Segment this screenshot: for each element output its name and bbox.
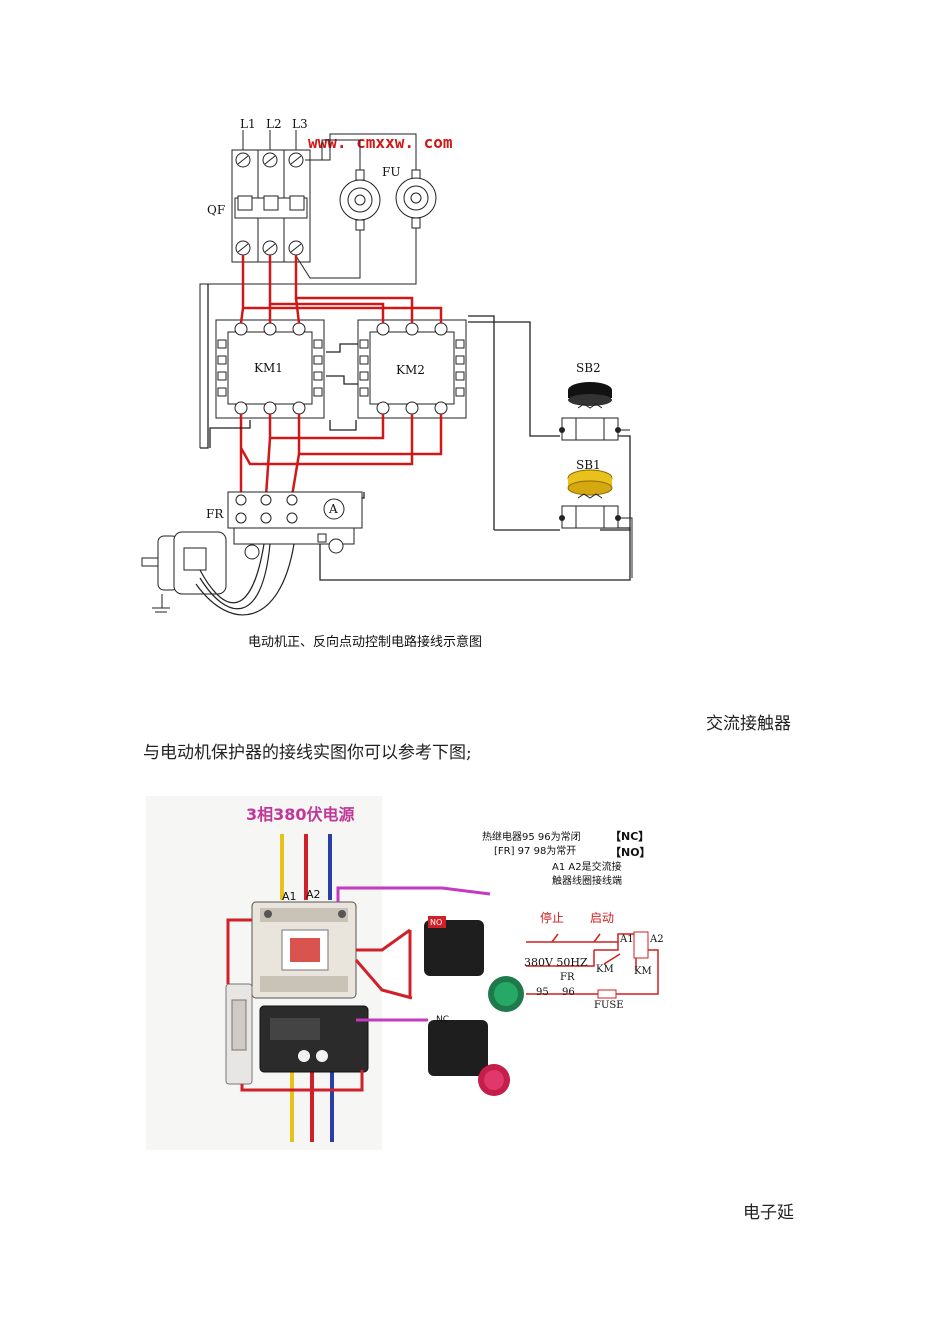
thermal-relay-fr: [227, 491, 363, 560]
contactor-km1-label: KM1: [254, 361, 283, 375]
relay-terminal-96: 96: [562, 987, 575, 998]
control-schematic: [526, 933, 659, 995]
km-label-1: KM: [596, 964, 614, 975]
button-sb2: [559, 382, 621, 441]
contactor-km1: [215, 319, 325, 419]
phase-label-l3: L3: [292, 117, 308, 131]
km-label-2: KM: [634, 966, 652, 977]
nc-tag: NC: [436, 1015, 449, 1025]
thermal-relay-photo: [259, 1005, 369, 1073]
photo-a1-label: A1: [282, 890, 297, 903]
contactor-km2: [357, 319, 467, 419]
note-line-4: 触器线圈接线端: [552, 874, 622, 887]
a2-label: A2: [649, 934, 664, 945]
contactor-photo: [251, 901, 357, 999]
fr-label: FR: [560, 972, 575, 983]
watermark-text: www. cmxxw. com: [308, 133, 453, 152]
ammeter-symbol: A: [328, 502, 338, 516]
fuse-label: FU: [382, 165, 400, 179]
button-sb2-label: SB2: [576, 361, 601, 375]
button-sb1: [559, 469, 621, 529]
breaker-label: QF: [207, 203, 225, 217]
phase-label-l2: L2: [266, 117, 282, 131]
motor: [141, 531, 295, 616]
figure2-title: 3相380伏电源: [246, 805, 355, 824]
stop-label: 停止: [540, 910, 564, 925]
fuse-2: [395, 169, 437, 229]
note-tag-no: 【NO】: [610, 846, 651, 859]
no-tag: NO: [430, 918, 442, 927]
note-line-1: 热继电器95 96为常闭: [482, 830, 581, 843]
motor-wiring-diagram: www. cmxxw. com L1 L2 L3 QF FU: [141, 117, 633, 650]
note-line-2: [FR] 97 98为常开: [494, 844, 576, 857]
fuse-holder-photo: [225, 983, 253, 1085]
voltage-label: 380V 50HZ: [524, 956, 588, 969]
contactor-photo-diagram: 3相380伏电源 A1 A2: [142, 770, 682, 1160]
start-button-photo: [424, 920, 524, 1012]
note-tag-nc: 【NC】: [610, 830, 649, 843]
text-line-1: 交流接触器: [706, 714, 791, 734]
breaker-qf: [231, 149, 311, 263]
fuse-1: [339, 169, 381, 231]
contactor-km2-label: KM2: [396, 363, 425, 377]
text-line-2: 与电动机保护器的接线实图你可以参考下图;: [143, 743, 472, 763]
relay-terminal-95: 95: [536, 987, 549, 998]
control-wires-photo: [226, 886, 491, 1092]
text-line-3: 电子延: [743, 1203, 794, 1223]
stop-button-photo: [428, 1020, 510, 1096]
a1-label: A1: [619, 934, 634, 945]
button-sb1-label: SB1: [576, 458, 601, 472]
figure1-caption: 电动机正、反向点动控制电路接线示意图: [248, 634, 482, 650]
relay-label: FR: [206, 507, 224, 521]
photo-a2-label: A2: [306, 888, 321, 901]
start-label: 启动: [590, 911, 614, 925]
phase-label-l1: L1: [240, 117, 256, 131]
fuse-label-2: FUSE: [594, 1000, 624, 1011]
note-line-3: A1 A2是交流接: [552, 860, 622, 873]
control-wires: [200, 284, 631, 581]
